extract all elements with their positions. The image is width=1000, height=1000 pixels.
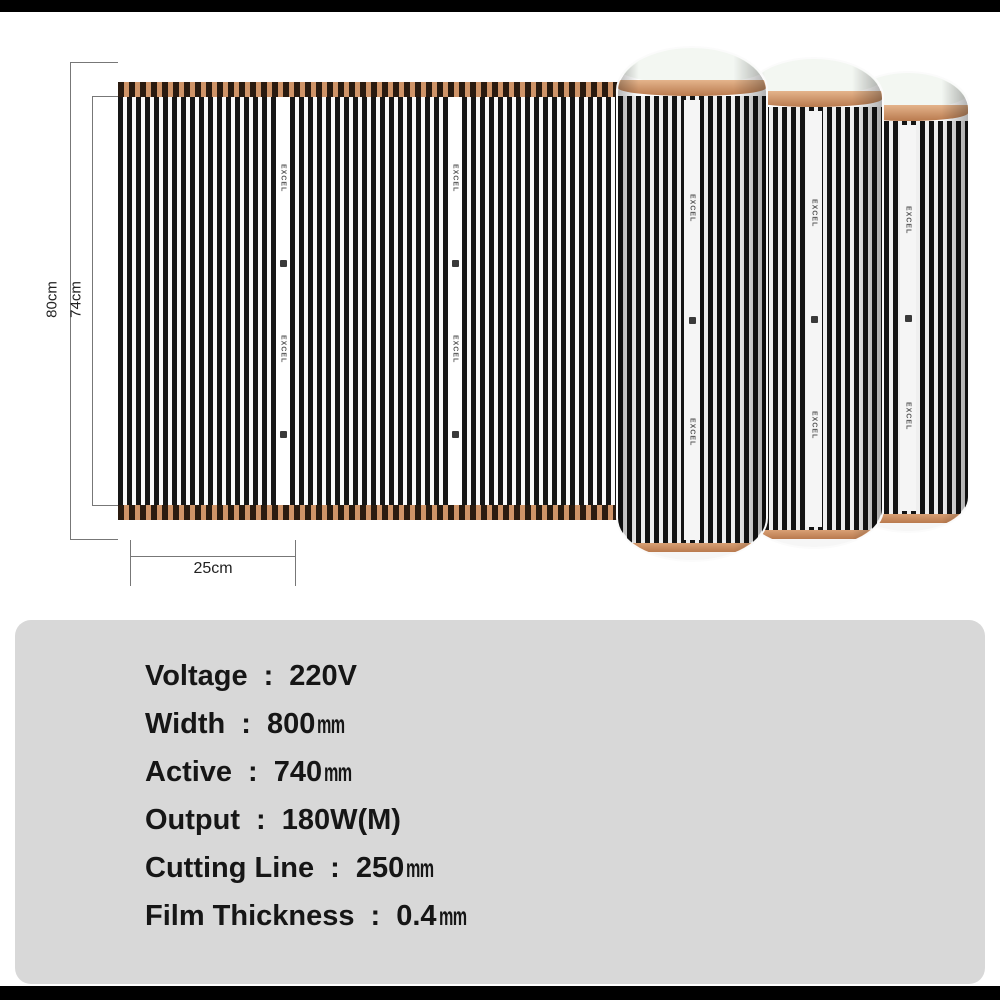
spec-label: Voltage: [145, 660, 248, 692]
spec-colon: :: [241, 708, 251, 740]
spec-unit: mm: [317, 709, 345, 739]
dimension-cap: [70, 62, 118, 63]
roll-copper-edge-bottom: [848, 514, 968, 523]
dimension-label-25cm: 25cm: [193, 560, 233, 577]
dimension-cap: [70, 539, 118, 540]
film-brand-vertical-text: EXCEL: [904, 402, 912, 431]
spec-row-width: Width : 800 mm: [145, 708, 985, 756]
spec-value: 740: [273, 756, 323, 788]
spec-colon: :: [370, 900, 381, 932]
film-brand-vertical-text: EXCEL: [904, 205, 912, 234]
dimension-line-74cm: [92, 96, 93, 506]
roll-copper-band: [746, 91, 882, 107]
spec-row-cutting-line: Cutting Line : 250 mm: [145, 852, 985, 900]
roll-bottom-edge: [618, 552, 766, 560]
dimension-tick: [130, 540, 131, 586]
film-brand-vertical-text: EXCEL: [451, 164, 459, 193]
spec-label: Width: [145, 708, 226, 740]
spec-label: Active: [145, 756, 233, 788]
spec-label: Film Thickness: [145, 900, 355, 932]
letterbox-bottom: [0, 986, 1000, 1000]
spec-value: 220V: [289, 660, 357, 692]
spec-value: 180W(M): [281, 804, 401, 836]
spec-value: 250: [355, 852, 405, 884]
roll-label-strip: EXCEL EXCEL: [684, 100, 700, 540]
film-brand-vertical-text: EXCEL: [688, 194, 696, 223]
spec-unit: mm: [324, 757, 352, 787]
roll-top-cap: [618, 48, 766, 84]
film-brand-vertical-text: EXCEL: [451, 334, 459, 364]
letterbox-top: [0, 0, 1000, 12]
film-brand-vertical-text: EXCEL: [810, 410, 818, 439]
stripe-group: [118, 97, 276, 505]
film-roll-1: EXCEL EXCEL: [616, 46, 768, 562]
copper-busbar-top: [118, 82, 645, 97]
roll-bottom-edge: [746, 539, 882, 547]
spec-row-output: Output : 180W(M): [145, 804, 985, 852]
spec-colon: :: [263, 660, 274, 692]
roll-copper-edge-bottom: [746, 530, 882, 539]
spec-panel: Voltage : 220V Width : 800 mm Active : 7…: [15, 620, 985, 984]
stripe-group: [462, 97, 620, 505]
spec-colon: :: [256, 804, 266, 836]
film-sheet: EXCEL EXCEL EXCEL EXCEL EXCEL EXCEL: [118, 62, 645, 540]
cert-mark-icon: [451, 430, 459, 438]
roll-top-cap: [746, 59, 882, 95]
film-gap: EXCEL EXCEL: [448, 97, 462, 505]
dimension-label-74cm: 74cm: [67, 281, 85, 318]
cert-mark-icon: [279, 260, 287, 268]
spec-row-film-thickness: Film Thickness : 0.4 mm: [145, 900, 985, 948]
spec-value: 800: [266, 708, 316, 740]
dimension-cap: [92, 505, 118, 506]
spec-unit: mm: [406, 853, 434, 883]
dimension-cap: [92, 96, 118, 97]
film-brand-vertical-text: EXCEL: [279, 164, 287, 193]
dimension-line-25cm: [130, 556, 296, 557]
cert-mark-icon: [688, 316, 696, 324]
spec-label: Output: [145, 804, 241, 836]
dimension-label-80cm: 80cm: [43, 281, 61, 318]
cert-mark-icon: [810, 315, 818, 323]
roll-copper-edge-bottom: [618, 543, 766, 552]
cert-mark-icon: [451, 260, 459, 268]
film-brand-vertical-text: EXCEL: [810, 199, 818, 228]
roll-label-strip: EXCEL EXCEL: [806, 111, 822, 527]
spec-row-voltage: Voltage : 220V: [145, 660, 985, 708]
spec-value: 0.4: [396, 900, 437, 932]
spec-colon: :: [248, 756, 258, 788]
film-stripe-area: EXCEL EXCEL EXCEL EXCEL EXCEL EXCEL: [118, 97, 645, 505]
roll-copper-band: [618, 80, 766, 96]
spec-label: Cutting Line: [145, 852, 315, 884]
spec-unit: mm: [438, 901, 467, 931]
stripe-group: [290, 97, 448, 505]
cert-mark-icon: [279, 430, 287, 438]
roll-label-strip: EXCEL EXCEL: [900, 125, 916, 511]
film-gap: EXCEL EXCEL: [276, 97, 290, 505]
spec-row-active: Active : 740 mm: [145, 756, 985, 804]
film-brand-vertical-text: EXCEL: [688, 417, 696, 446]
film-brand-vertical-text: EXCEL: [279, 334, 287, 364]
roll-bottom-edge: [848, 523, 968, 531]
cert-mark-icon: [904, 314, 912, 322]
dimension-line-80cm: [70, 62, 71, 540]
copper-busbar-bottom: [118, 505, 645, 520]
spec-colon: :: [330, 852, 340, 884]
dimension-tick: [295, 540, 296, 586]
